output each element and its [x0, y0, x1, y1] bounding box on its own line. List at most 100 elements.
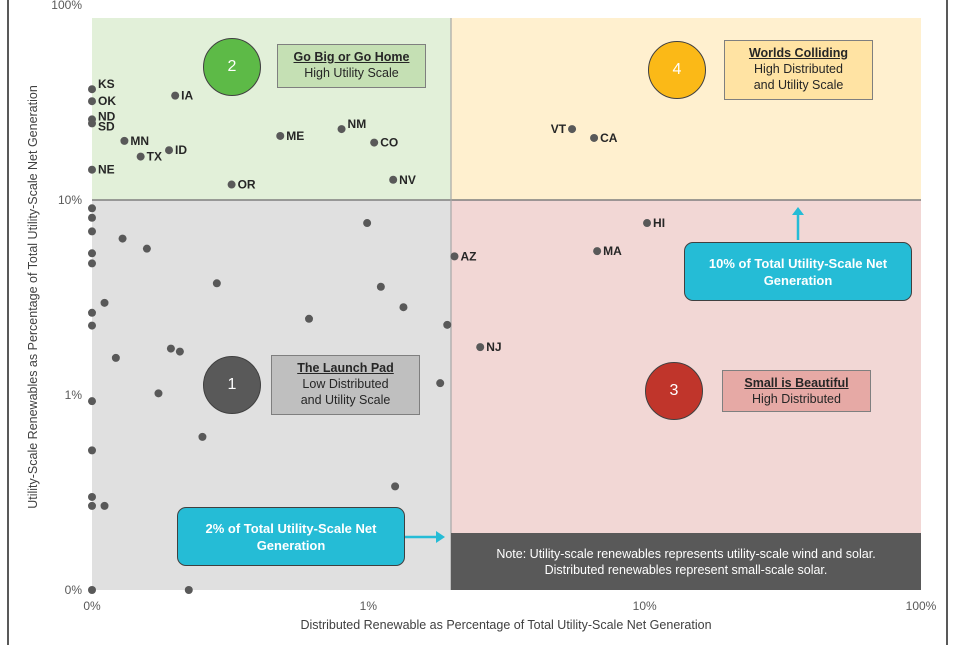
data-point-me	[276, 131, 285, 140]
data-point-nm	[337, 125, 346, 134]
point-label-tx: TX	[147, 150, 162, 164]
quadrant-1-label-box: The Launch Pad Low Distributed and Utili…	[271, 355, 420, 415]
data-point	[399, 303, 408, 312]
point-label-az: AZ	[460, 249, 476, 263]
x-tick-label: 100%	[906, 599, 937, 613]
quadrant-2-bubble: 2	[203, 38, 261, 96]
note-line-2: Distributed renewables represent small-s…	[544, 562, 828, 577]
callout-10-percent: 10% of Total Utility-Scale Net Generatio…	[684, 242, 912, 301]
data-point	[166, 344, 175, 353]
data-point	[111, 353, 120, 362]
data-point-mn	[120, 136, 129, 145]
y-tick-label: 100%	[51, 0, 82, 12]
quadrant-2-label-box: Go Big or Go Home High Utility Scale	[277, 44, 426, 88]
point-label-hi: HI	[653, 216, 665, 230]
data-point	[175, 347, 184, 356]
callout-2-percent: 2% of Total Utility-Scale Net Generation	[177, 507, 405, 566]
data-point	[88, 249, 96, 258]
point-label-sd: SD	[98, 119, 115, 133]
arrow-head-right	[436, 531, 445, 543]
y-tick-label: 10%	[58, 193, 82, 207]
data-point-id	[165, 146, 174, 155]
data-point	[198, 432, 207, 441]
data-point-ca	[590, 133, 599, 142]
quadrant-1-title: The Launch Pad	[297, 361, 394, 375]
data-point	[184, 586, 193, 594]
quadrant-2-title: Go Big or Go Home	[293, 50, 410, 64]
quadrant-3-bubble: 3	[645, 362, 703, 420]
point-label-ne: NE	[98, 163, 115, 177]
y-axis-label: Utility-Scale Renewables as Percentage o…	[26, 85, 40, 509]
point-label-ia: IA	[181, 89, 193, 103]
data-point-ne	[88, 165, 96, 174]
x-tick-label: 10%	[633, 599, 657, 613]
quadrant-1-desc-2: and Utility Scale	[300, 393, 391, 407]
data-point	[88, 586, 96, 594]
data-point	[88, 213, 96, 222]
data-point-hi	[643, 219, 652, 228]
quadrant-3-label-box: Small is Beautiful High Distributed	[722, 370, 871, 412]
data-point	[142, 244, 151, 253]
frame-left-border	[7, 0, 9, 645]
data-point-tx	[136, 152, 145, 161]
frame-right-border	[946, 0, 948, 645]
data-point	[88, 492, 96, 501]
data-point	[88, 308, 96, 317]
quadrant-4-title: Worlds Colliding	[748, 46, 849, 60]
point-label-ca: CA	[600, 131, 618, 145]
data-point-az	[450, 252, 459, 261]
data-point	[88, 446, 96, 455]
data-point	[376, 282, 385, 291]
arrow-head-up	[792, 207, 804, 215]
data-point	[363, 219, 372, 228]
y-tick-label: 0%	[65, 583, 83, 597]
point-label-nv: NV	[399, 173, 416, 187]
quadrant-4-desc-1: High Distributed	[754, 62, 843, 76]
data-point	[154, 389, 163, 398]
data-point	[391, 482, 400, 491]
point-label-nj: NJ	[486, 340, 501, 354]
data-point-ia	[171, 91, 180, 100]
note-line-1: Note: Utility-scale renewables represent…	[496, 546, 876, 561]
x-axis-label: Distributed Renewable as Percentage of T…	[300, 618, 711, 632]
data-point	[100, 501, 109, 510]
data-point-nj	[476, 343, 485, 352]
data-point	[88, 204, 96, 213]
data-point	[88, 259, 96, 268]
point-label-mn: MN	[130, 134, 149, 148]
data-point-co	[370, 138, 379, 147]
data-point-sd	[88, 119, 96, 128]
quadrant-1-desc-1: Low Distributed	[302, 377, 389, 391]
point-label-nm: NM	[348, 117, 367, 131]
quadrant-3-desc: High Distributed	[752, 392, 841, 406]
data-point-ma	[593, 247, 602, 256]
point-label-id: ID	[175, 143, 187, 157]
data-point-ks	[88, 85, 96, 94]
quadrant-2-desc: High Utility Scale	[304, 66, 399, 80]
point-label-nd: ND	[98, 109, 116, 123]
data-point-nv	[389, 175, 398, 184]
data-point	[212, 279, 221, 288]
data-point	[88, 397, 96, 406]
data-point-or	[227, 180, 236, 189]
point-label-or: OR	[238, 178, 256, 192]
data-point	[100, 298, 109, 307]
x-tick-label: 0%	[83, 599, 101, 613]
data-point-vt	[568, 125, 577, 134]
point-label-ok: OK	[98, 94, 116, 108]
data-point	[118, 234, 127, 243]
data-point-ok	[88, 97, 96, 106]
quadrant-4-label-box: Worlds Colliding High Distributed and Ut…	[724, 40, 873, 100]
quadrant-4-desc-2: and Utility Scale	[753, 78, 844, 92]
data-point	[88, 501, 96, 510]
point-label-ks: KS	[98, 77, 115, 91]
data-point	[436, 379, 445, 388]
data-point	[88, 321, 96, 330]
quadrant-4-bubble: 4	[648, 41, 706, 99]
point-label-co: CO	[380, 136, 398, 150]
data-point	[88, 227, 96, 236]
y-tick-label: 1%	[65, 388, 83, 402]
quadrant-3-title: Small is Beautiful	[744, 376, 849, 390]
data-point	[305, 314, 314, 323]
quadrant-1-bubble: 1	[203, 356, 261, 414]
